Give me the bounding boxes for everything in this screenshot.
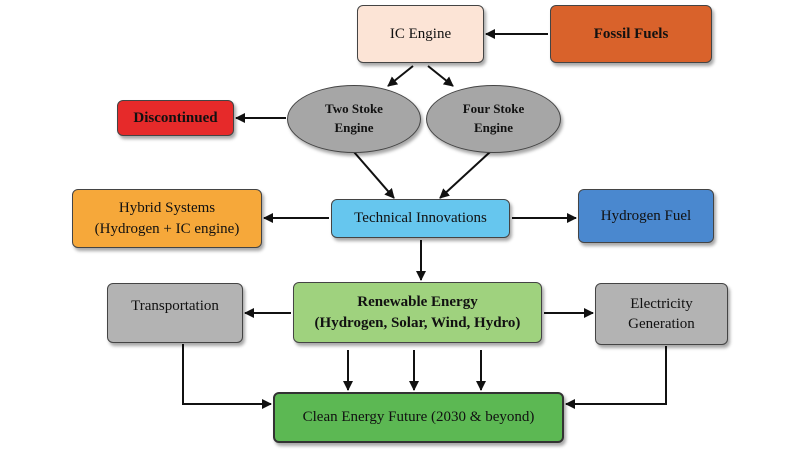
hydrogen-fuel-box: Hydrogen Fuel <box>578 189 714 243</box>
four-stroke-engine-ellipse: Four Stoke Engine <box>426 85 561 153</box>
transportation-box: Transportation <box>107 283 243 343</box>
hybrid-label-line2: (Hydrogen + IC engine) <box>94 220 240 237</box>
arrow-two-stroke-to-innovations <box>353 151 395 199</box>
electricity-generation-box: Electricity Generation <box>595 283 728 345</box>
arrow-ic-to-four-stroke <box>427 65 454 87</box>
arrow-electricity-to-clean <box>565 346 667 409</box>
fossil-fuels-label: Fossil Fuels <box>593 25 669 42</box>
two-stroke-label-line1: Two Stoke <box>325 101 383 117</box>
four-stroke-label-line2: Engine <box>473 120 513 135</box>
hybrid-label-line1: Hybrid Systems <box>118 200 216 217</box>
two-stroke-engine-ellipse: Two Stoke Engine <box>287 85 421 153</box>
transportation-label: Transportation <box>131 298 219 314</box>
fossil-fuels-box: Fossil Fuels <box>550 5 712 63</box>
renewable-energy-box: Renewable Energy (Hydrogen, Solar, Wind,… <box>293 282 542 343</box>
arrow-transportation-to-clean <box>182 344 272 409</box>
electricity-label-line2: Generation <box>628 316 695 332</box>
discontinued-label: Discontinued <box>133 109 218 126</box>
two-stroke-label-line2: Engine <box>334 120 374 135</box>
ic-engine-label: IC Engine <box>389 25 452 42</box>
electricity-label-line1: Electricity <box>630 295 693 312</box>
discontinued-box: Discontinued <box>117 100 234 136</box>
technical-innovations-box: Technical Innovations <box>331 199 510 238</box>
hybrid-systems-box: Hybrid Systems (Hydrogen + IC engine) <box>72 189 262 248</box>
hydrogen-fuel-label: Hydrogen Fuel <box>600 207 692 224</box>
technical-innovations-label: Technical Innovations <box>354 210 487 227</box>
clean-energy-future-box: Clean Energy Future (2030 & beyond) <box>273 392 564 443</box>
ic-engine-box: IC Engine <box>357 5 484 63</box>
clean-energy-label: Clean Energy Future (2030 & beyond) <box>302 409 535 426</box>
four-stroke-label-line1: Four Stoke <box>462 101 525 117</box>
renewable-label-line2: (Hydrogen, Solar, Wind, Hydro) <box>314 314 521 331</box>
arrow-ic-to-two-stroke <box>387 65 414 87</box>
renewable-label-line1: Renewable Energy <box>357 294 478 311</box>
arrow-four-stroke-to-innovations <box>439 151 491 199</box>
